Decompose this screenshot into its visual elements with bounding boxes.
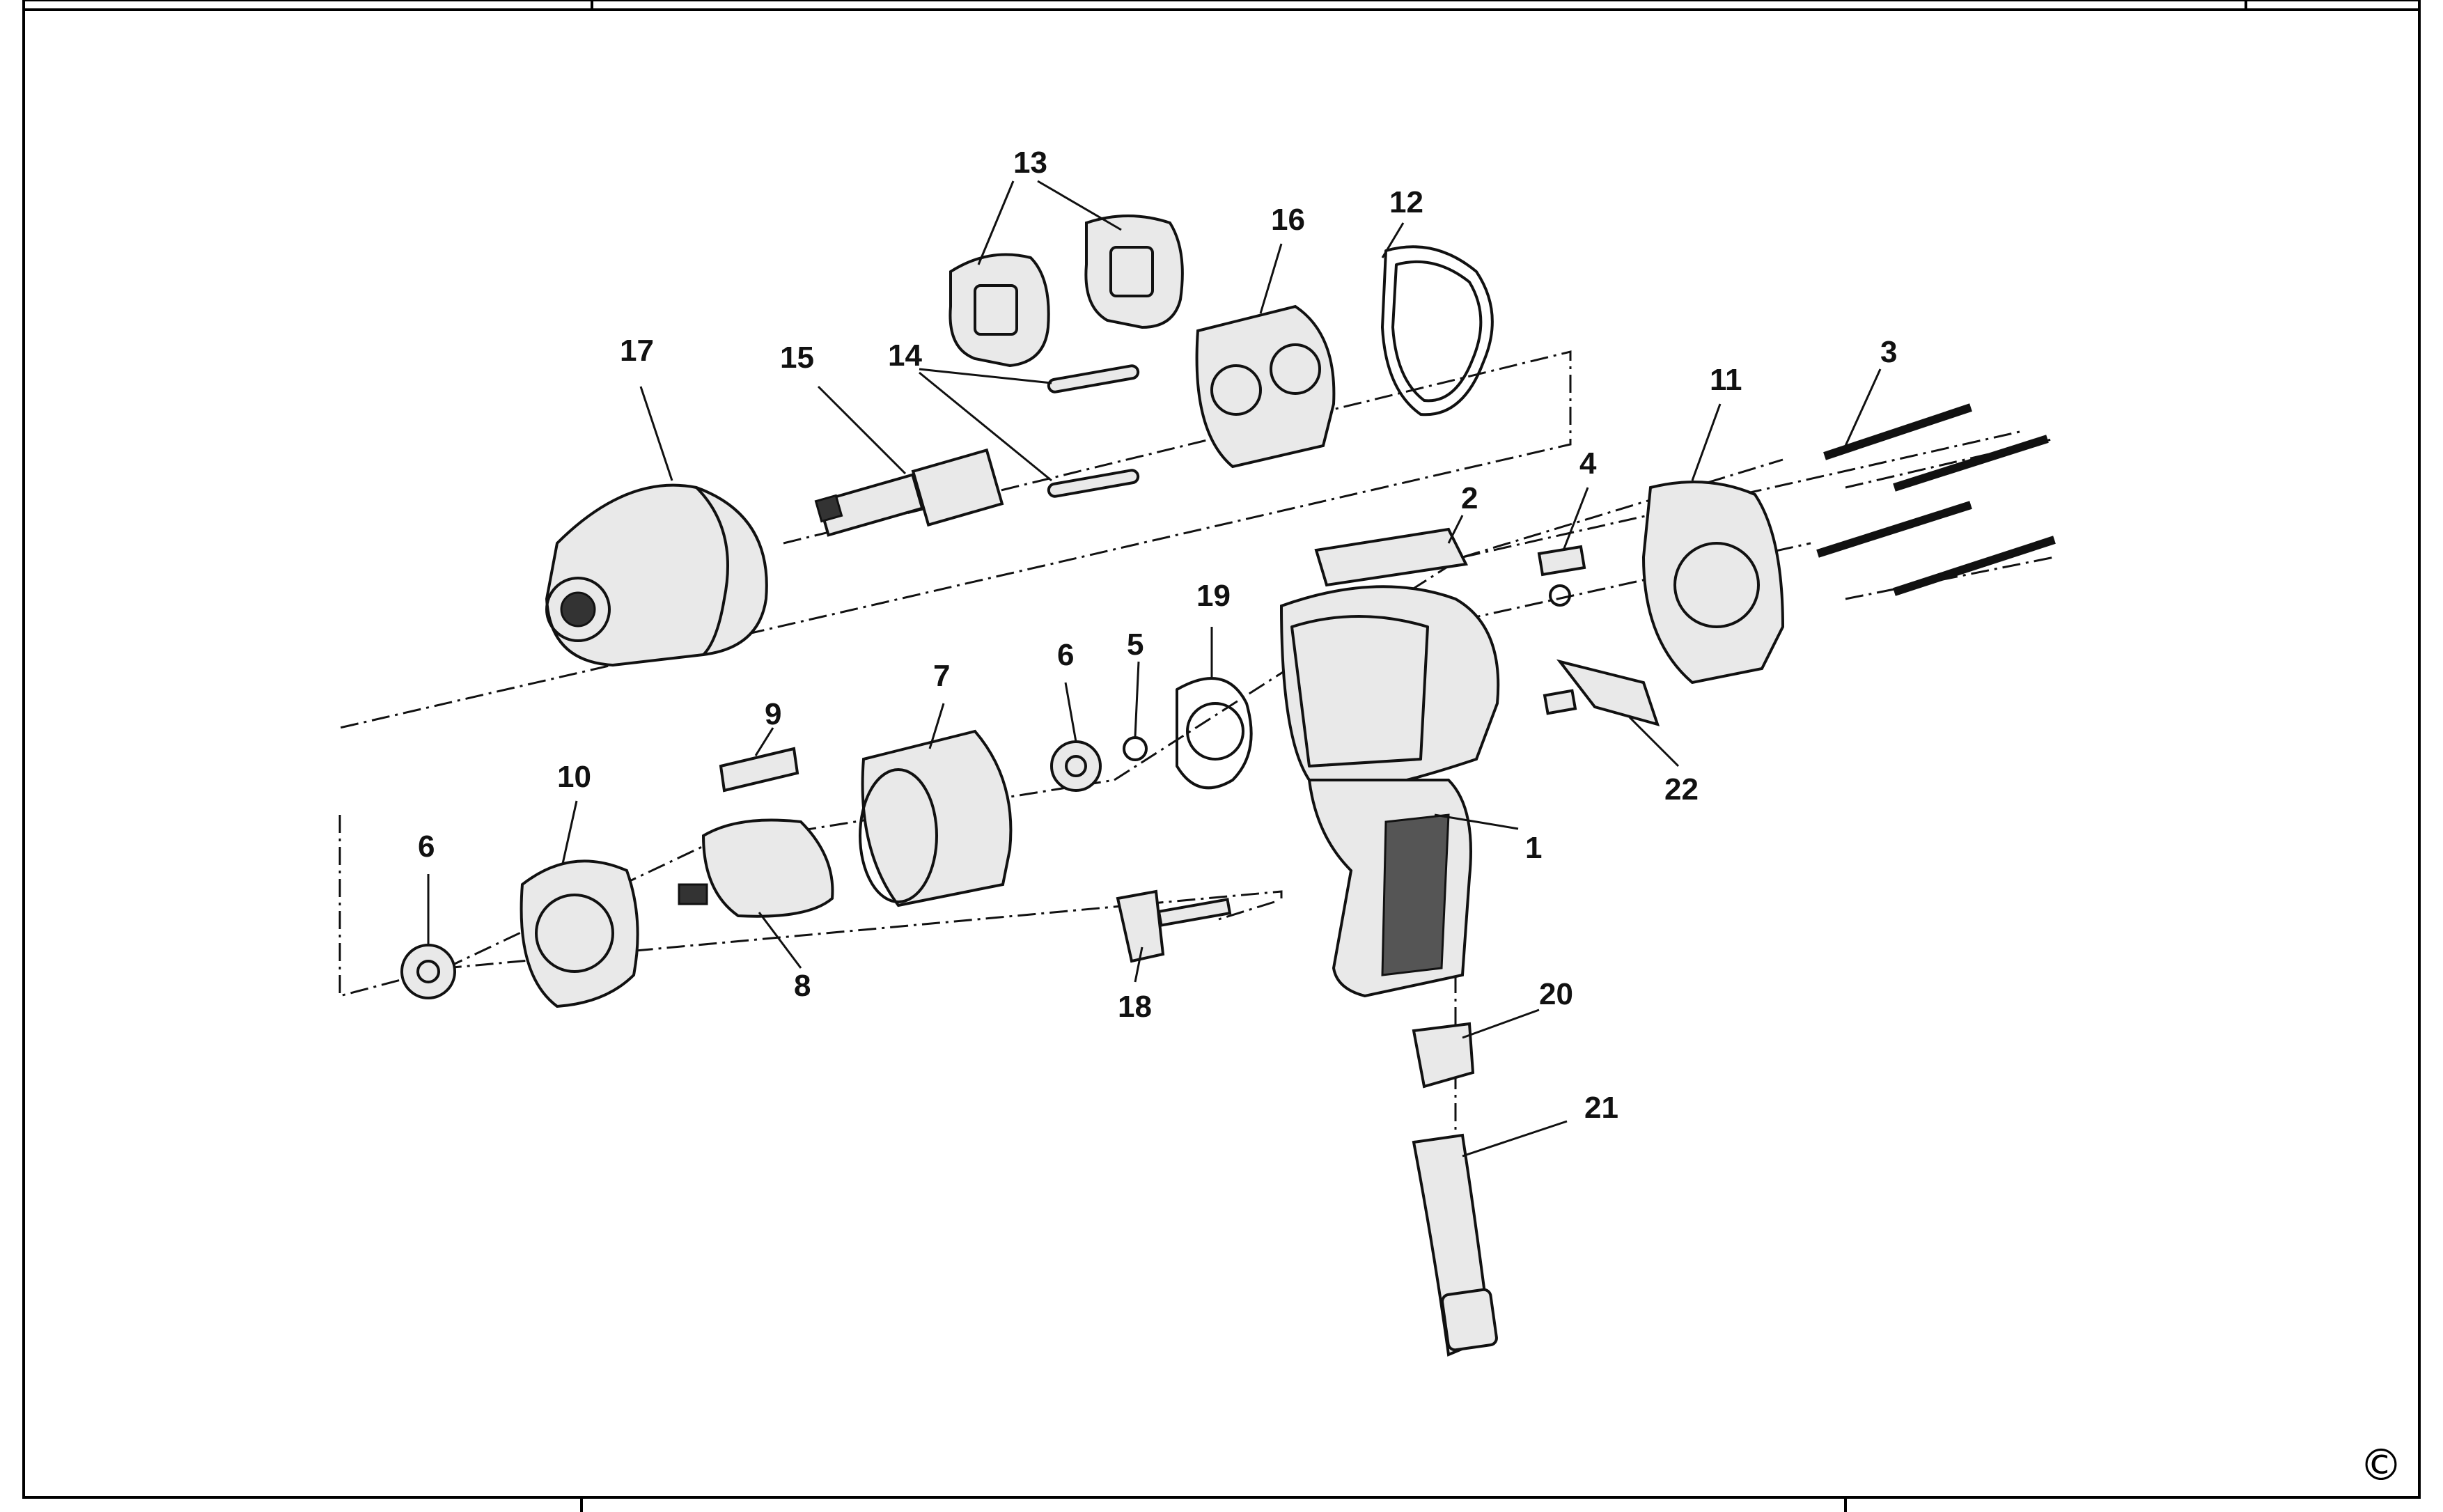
assembly-axis-lines [338, 350, 2055, 1142]
part-trigger-lever [1543, 659, 1660, 726]
callout-9: 9 [765, 697, 781, 731]
callout-19: 19 [1196, 579, 1231, 613]
part-hammers [949, 215, 1184, 368]
callout-6-front: 6 [418, 829, 435, 864]
part-pins [1047, 364, 1140, 498]
callout-5: 5 [1127, 628, 1144, 662]
part-reverse-valve [1537, 545, 1586, 607]
callout-16: 16 [1271, 203, 1305, 237]
callout-18: 18 [1118, 990, 1152, 1024]
part-hammer-frame [1195, 304, 1336, 469]
callout-10: 10 [557, 760, 591, 794]
callout-13: 13 [1013, 146, 1047, 180]
part-cylinder [859, 729, 1013, 907]
callout-20: 20 [1539, 977, 1573, 1011]
drawing-frame [22, 0, 2421, 1512]
part-air-inlet [1412, 1133, 1498, 1357]
callout-17: 17 [620, 334, 654, 368]
part-inlet-bushing [1412, 1022, 1475, 1089]
callout-1: 1 [1525, 831, 1542, 865]
callout-7: 7 [933, 659, 950, 693]
part-vane [719, 747, 799, 793]
callout-12: 12 [1389, 185, 1423, 219]
part-bolts [1816, 403, 2056, 596]
callout-21: 21 [1584, 1091, 1618, 1125]
leader-lines [427, 180, 1882, 1158]
callout-4: 4 [1579, 446, 1597, 481]
callout-15: 15 [780, 341, 814, 375]
callout-22: 22 [1664, 772, 1699, 806]
callout-11: 11 [1710, 363, 1742, 397]
part-hammer-case [545, 483, 768, 667]
callout-14: 14 [888, 338, 922, 373]
callout-2: 2 [1461, 481, 1478, 515]
part-bearing-front [400, 944, 456, 999]
copyright-symbol: © [2359, 1440, 2403, 1490]
callout-labels: 1 2 3 4 5 6 6 7 8 9 10 11 12 13 14 15 16… [418, 146, 1897, 1125]
callout-3: 3 [1880, 335, 1897, 369]
part-retaining-clip [1123, 736, 1148, 761]
part-gasket [1381, 245, 1494, 416]
part-nameplate [1314, 527, 1469, 587]
callout-8: 8 [794, 969, 811, 1003]
part-front-plate [520, 859, 639, 1008]
callout-6-rear: 6 [1057, 638, 1074, 672]
part-back-cover [1641, 481, 1785, 685]
part-anvil [814, 448, 1004, 537]
part-rear-gasket [1176, 677, 1253, 790]
part-rotor [678, 818, 834, 918]
part-bearing-rear [1050, 740, 1102, 792]
part-regulator [1116, 889, 1232, 963]
part-housing [1279, 585, 1500, 998]
